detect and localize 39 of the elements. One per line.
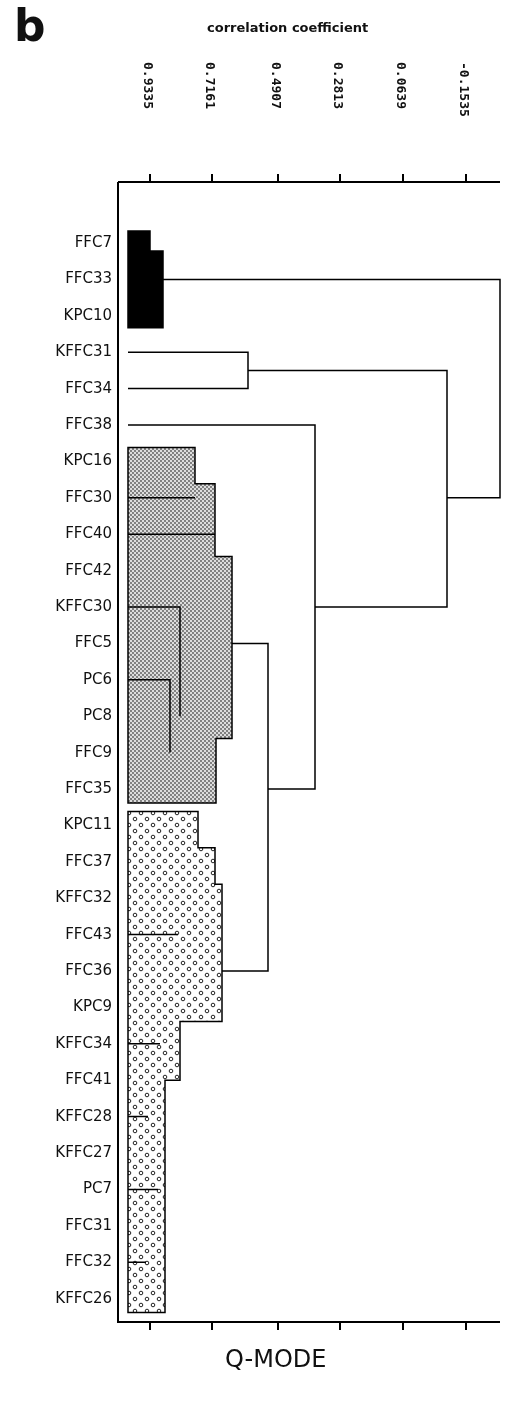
leaf-label: KFFC27 — [55, 1143, 112, 1161]
leaf-label: FFC37 — [65, 851, 112, 870]
caption: Q-MODE — [225, 1345, 327, 1373]
tick-label: 0.2813 — [331, 62, 346, 109]
leaf-label: FFC38 — [65, 415, 112, 433]
axis-title: correlation coefficient — [207, 20, 369, 35]
leaf-label: FFC42 — [65, 560, 112, 579]
leaf-label: FFC7 — [74, 233, 112, 251]
leaf-label: FFC41 — [65, 1070, 112, 1089]
leaf-label: KPC16 — [63, 451, 112, 470]
leaf-label: KPC9 — [73, 997, 112, 1016]
leaf-label: FFC5 — [74, 633, 112, 652]
leaf-label: PC7 — [82, 1179, 112, 1198]
tick-label: 0.0639 — [394, 62, 409, 109]
leaf-label: FFC33 — [65, 269, 112, 288]
leaf-label: FFC35 — [65, 779, 112, 797]
tick-label: 0.7161 — [203, 62, 218, 109]
leaf-label: FFC30 — [65, 487, 112, 506]
leaf-label: FFC34 — [65, 378, 112, 397]
leaf-label: FFC31 — [65, 1215, 112, 1234]
panel-letter: b — [14, 0, 46, 51]
leaf-label: FFC43 — [65, 924, 112, 943]
leaf-label: FFC32 — [65, 1252, 112, 1271]
leaf-label: FFC9 — [74, 742, 112, 761]
leaf-label: KFFC32 — [55, 888, 112, 907]
leaf-label: KPC11 — [63, 815, 112, 834]
leaf-label: KFFC30 — [55, 597, 112, 615]
tick-label: 0.4907 — [269, 62, 284, 109]
tick-label: 0.9335 — [141, 62, 156, 109]
leaf-label: KFFC26 — [55, 1288, 112, 1307]
leaf-label: KFFC34 — [55, 1033, 112, 1052]
leaf-label: FFC36 — [65, 961, 112, 979]
leaf-label: KFFC31 — [55, 342, 112, 361]
leaf-label: KPC10 — [63, 305, 112, 324]
leaf-label: PC8 — [82, 706, 112, 725]
tick-label: -0.1535 — [457, 62, 472, 117]
leaf-label: KFFC28 — [55, 1106, 112, 1125]
leaf-label: PC6 — [82, 669, 112, 688]
leaf-label: FFC40 — [65, 524, 112, 543]
